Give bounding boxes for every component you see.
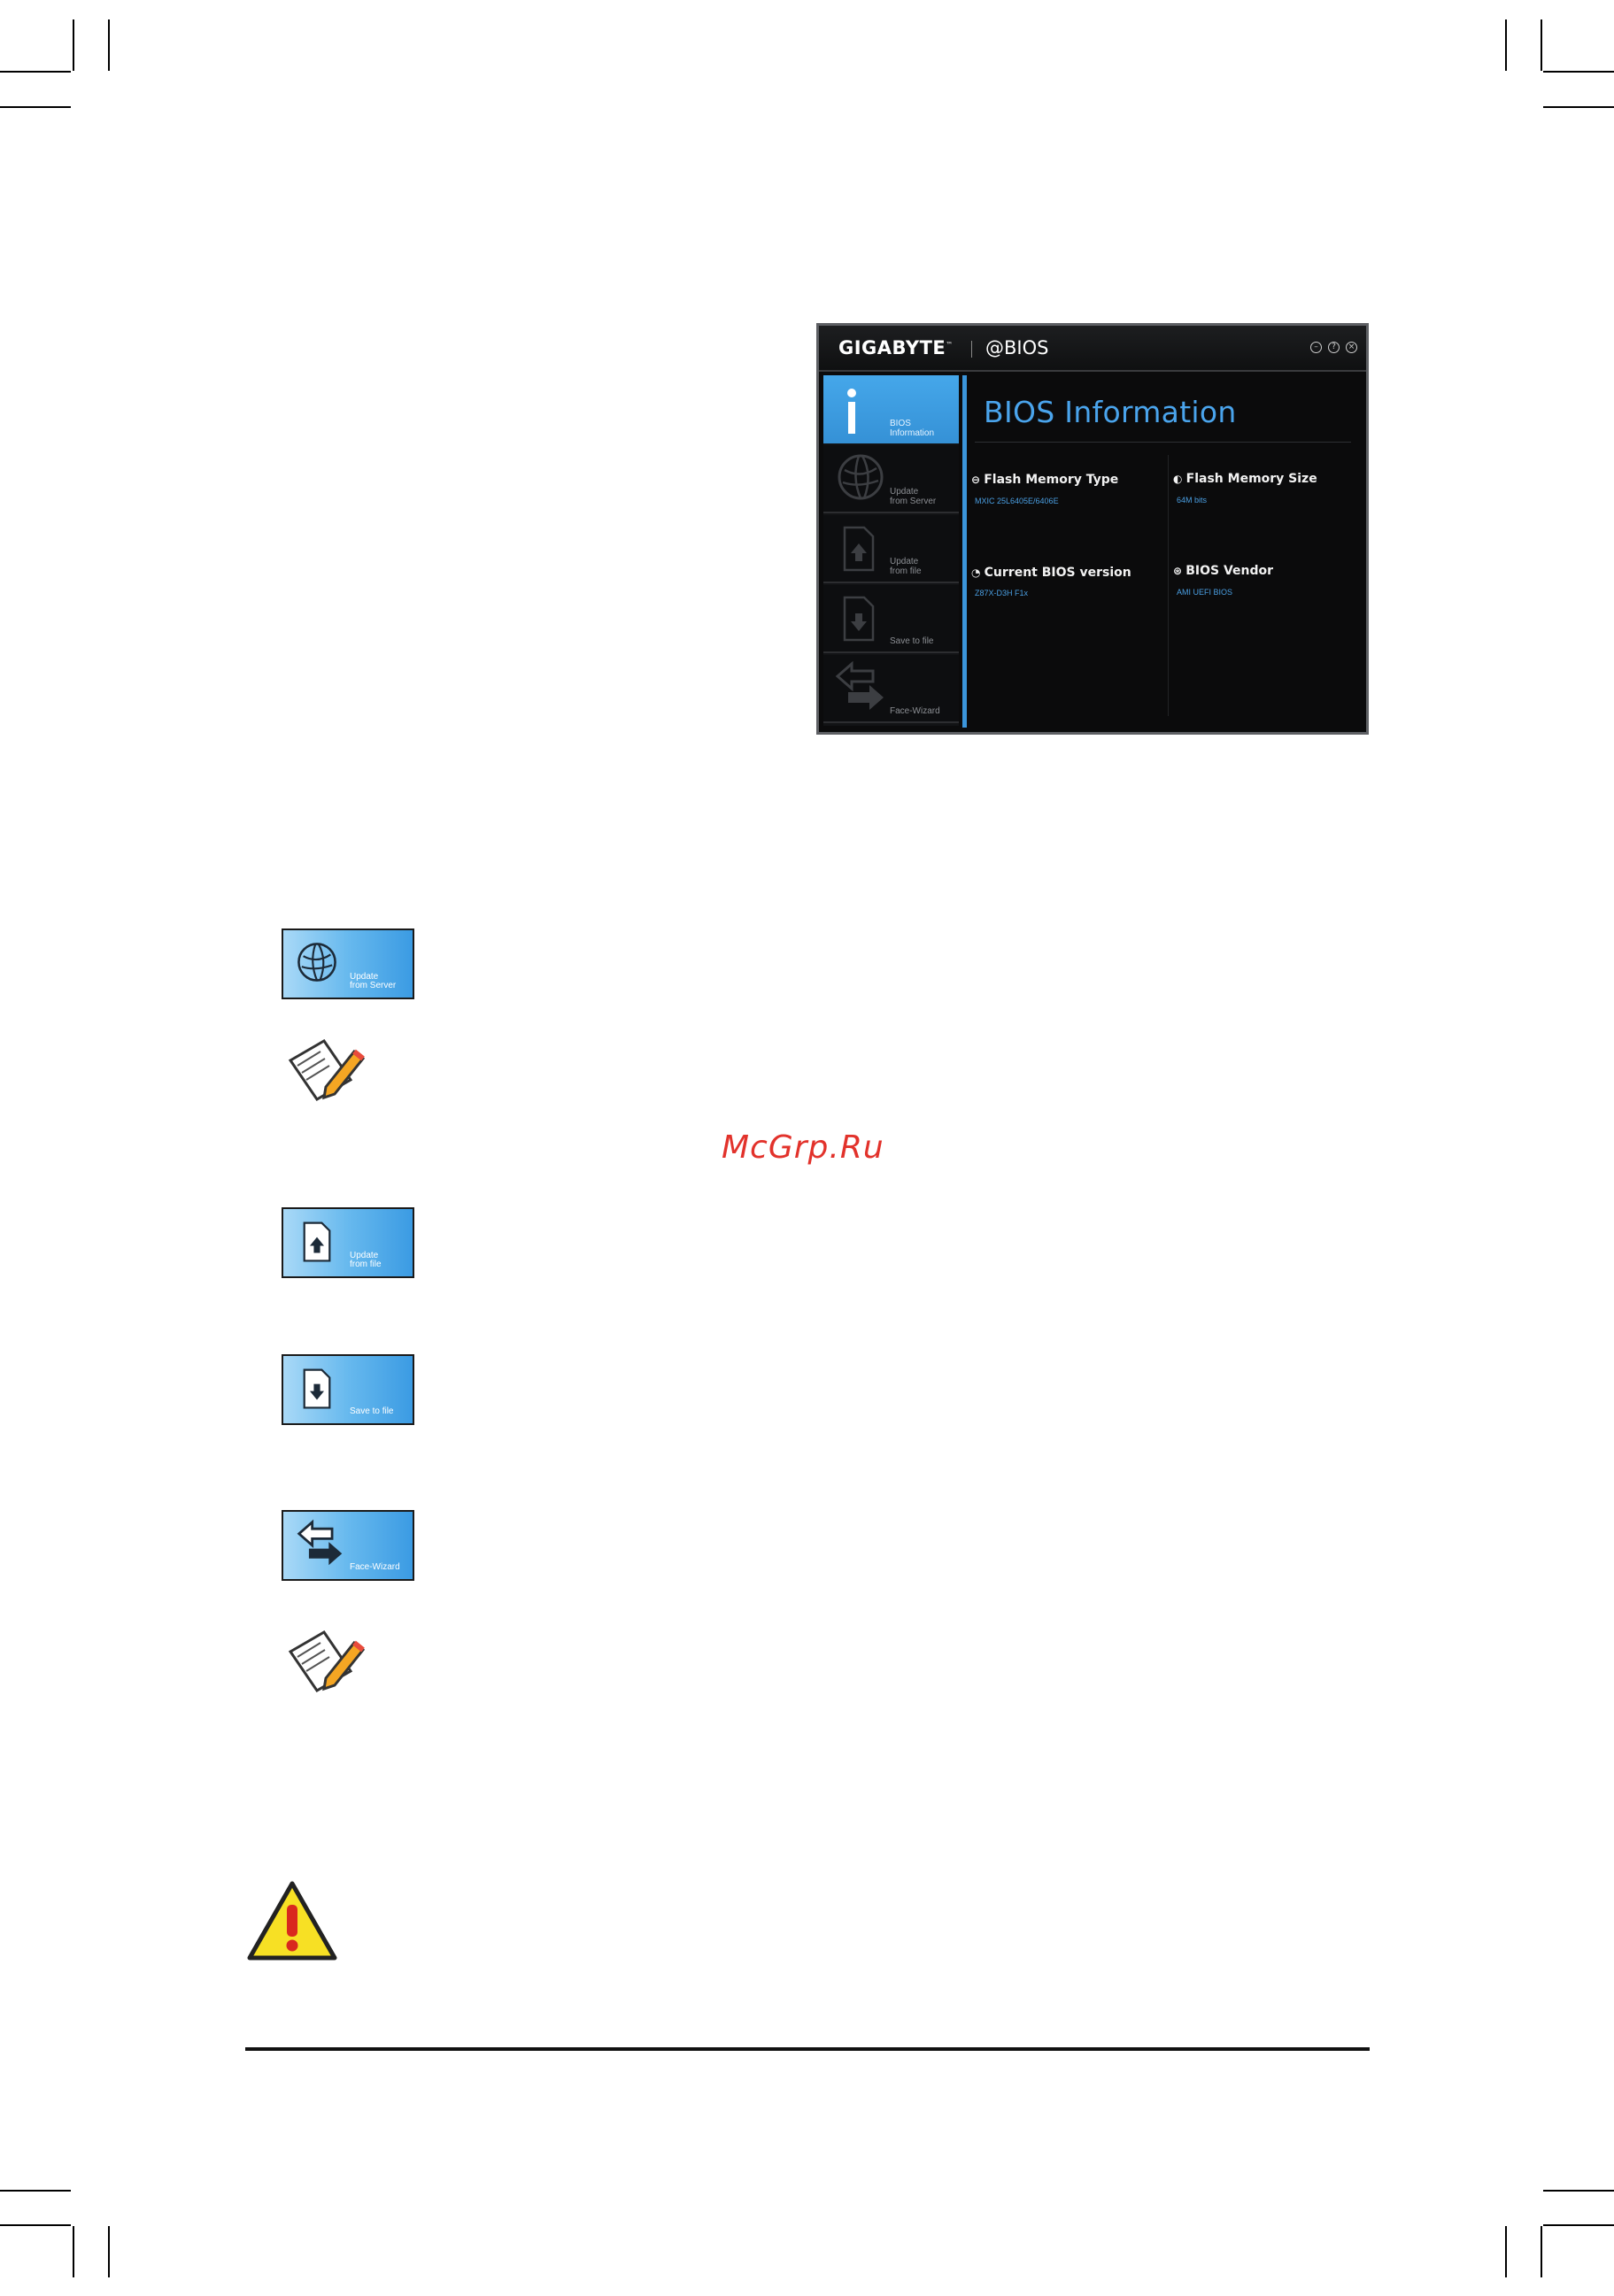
sidebar-item-update-from-file[interactable]: Update from file — [823, 515, 959, 583]
sidebar-item-update-from-server[interactable]: Update from Server — [823, 445, 959, 513]
bios-version-label: ◔ Current BIOS version — [971, 566, 1131, 580]
sidebar-item-face-wizard[interactable]: Face-Wizard — [823, 655, 959, 723]
bios-app-window: GIGABYTE™ @BIOS – ? × BIOS Information — [816, 323, 1369, 735]
sidebar-item-label: from Server — [890, 497, 937, 506]
sidebar-item-label: Update — [890, 557, 919, 566]
update-from-server-button: Update from Server — [282, 928, 414, 999]
note-pencil-icon — [288, 1630, 366, 1692]
save-to-file-button: Save to file — [282, 1354, 414, 1425]
sidebar: BIOS Information Update from Server Upda… — [823, 375, 959, 726]
flash-type-value: MXIC 25L6405E/6406E — [975, 497, 1059, 505]
warning-icon — [247, 1881, 337, 1961]
help-icon[interactable]: ? — [1328, 342, 1340, 353]
file-download-icon — [303, 1368, 331, 1409]
crop-mark — [1543, 71, 1614, 73]
divider — [1168, 455, 1169, 716]
gigabyte-logo: GIGABYTE™ — [838, 337, 954, 358]
sidebar-item-label: from file — [890, 566, 922, 576]
crop-mark — [0, 2190, 71, 2192]
note-pencil-icon — [288, 1039, 366, 1101]
file-upload-icon — [843, 526, 875, 572]
crop-mark — [1505, 2226, 1507, 2277]
crop-mark — [73, 19, 74, 71]
update-from-file-button: Update from file — [282, 1207, 414, 1278]
bios-vendor-label: ⊛ BIOS Vendor — [1173, 564, 1274, 578]
title-bar: GIGABYTE™ @BIOS – ? × — [819, 326, 1366, 372]
flash-type-label: ⊖ Flash Memory Type — [971, 473, 1119, 487]
sidebar-item-label: Information — [890, 428, 935, 438]
crop-mark — [0, 2224, 71, 2226]
crop-mark — [1541, 2226, 1542, 2277]
app-title: @BIOS — [985, 337, 1049, 358]
chip-icon: ⊖ — [971, 474, 985, 486]
title-separator — [971, 341, 972, 358]
globe-icon — [297, 943, 336, 982]
crop-mark — [1543, 2224, 1614, 2226]
button-label: Face-Wizard — [350, 1562, 400, 1572]
button-label: Update — [350, 1251, 379, 1260]
button-label: from Server — [350, 981, 397, 990]
vendor-icon: ⊛ — [1173, 565, 1186, 577]
minimize-icon[interactable]: – — [1310, 342, 1322, 353]
button-label: Update — [350, 972, 379, 982]
file-upload-icon — [303, 1221, 331, 1262]
sidebar-item-save-to-file[interactable]: Save to file — [823, 585, 959, 653]
sidebar-item-label: BIOS — [890, 419, 911, 428]
footer-rule — [245, 2047, 1370, 2051]
crop-mark — [108, 19, 110, 71]
version-icon: ◔ — [971, 566, 985, 579]
bios-vendor-value: AMI UEFI BIOS — [1177, 588, 1233, 597]
info-icon — [847, 389, 856, 434]
content-panel: BIOS Information ⊖ Flash Memory Type MXI… — [968, 375, 1363, 728]
crop-mark — [1543, 106, 1614, 108]
watermark: McGrp.Ru — [722, 1129, 884, 1166]
close-icon[interactable]: × — [1346, 342, 1357, 353]
flash-size-label: ◐ Flash Memory Size — [1173, 472, 1317, 486]
crop-mark — [0, 106, 71, 108]
swap-arrows-icon — [835, 660, 884, 710]
button-label: Save to file — [350, 1406, 394, 1416]
memory-icon: ◐ — [1173, 473, 1186, 485]
sidebar-item-label: Save to file — [890, 636, 934, 646]
crop-mark — [73, 2226, 74, 2277]
bios-version-value: Z87X-D3H F1x — [975, 589, 1029, 597]
flash-size-value: 64M bits — [1177, 496, 1208, 505]
divider — [975, 442, 1351, 443]
crop-mark — [1505, 19, 1507, 71]
face-wizard-button: Face-Wizard — [282, 1510, 414, 1581]
crop-mark — [0, 71, 71, 73]
button-label: from file — [350, 1260, 382, 1269]
sidebar-item-label: Face-Wizard — [890, 706, 940, 716]
sidebar-item-label: Update — [890, 487, 919, 497]
crop-mark — [108, 2226, 110, 2277]
crop-mark — [1541, 19, 1542, 71]
active-indicator-bar — [962, 375, 967, 728]
content-title: BIOS Information — [984, 395, 1237, 429]
sidebar-item-bios-information[interactable]: BIOS Information — [823, 375, 959, 443]
crop-mark — [1543, 2190, 1614, 2192]
swap-arrows-icon — [297, 1519, 343, 1566]
globe-icon — [838, 454, 884, 500]
file-download-icon — [843, 596, 875, 642]
